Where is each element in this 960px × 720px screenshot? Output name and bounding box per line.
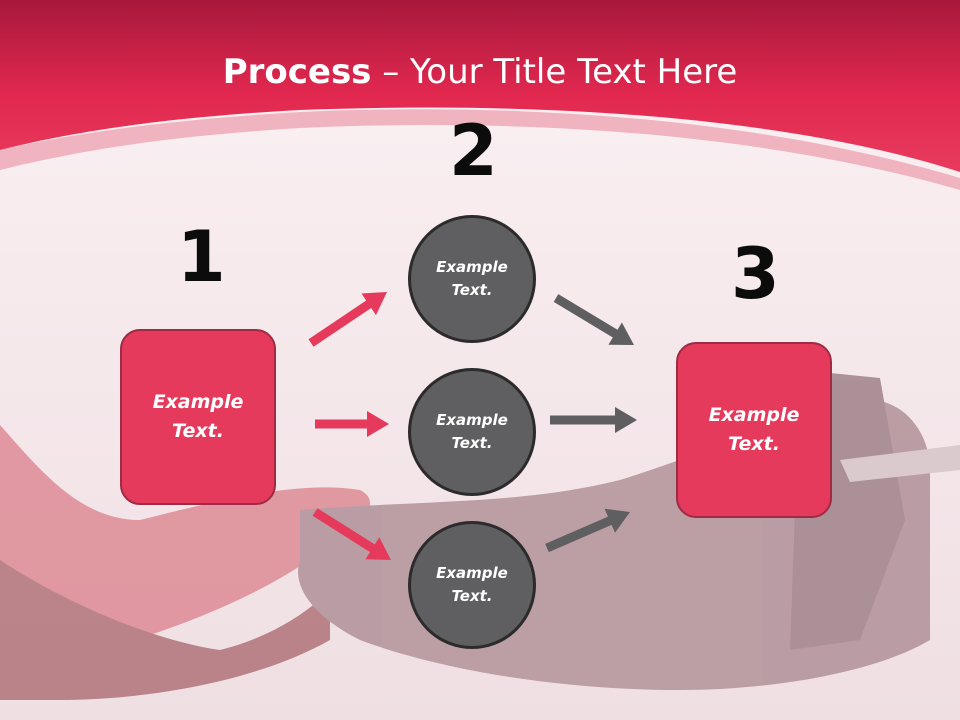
arrow-from-circle-middle (550, 407, 637, 433)
circle-middle-text: Example Text. (436, 411, 508, 452)
step-1-text: Example Text. (152, 391, 244, 442)
arrow-to-circle-middle (315, 411, 389, 437)
circle-bottom-text: Example Text. (436, 564, 508, 605)
circle-middle: Example Text. (408, 368, 536, 496)
arrow-to-circle-bottom (312, 508, 391, 560)
circle-top: Example Text. (408, 215, 536, 343)
title-rest: – Your Title Text Here (371, 52, 738, 92)
step-3-box: Example Text. (676, 342, 832, 518)
circle-bottom: Example Text. (408, 521, 536, 649)
connector-arrows (308, 292, 637, 560)
slide-title: Process – Your Title Text Here (0, 52, 960, 92)
arrow-to-circle-top (308, 292, 387, 347)
step-3-text: Example Text. (708, 404, 800, 455)
title-bold: Process (222, 52, 372, 92)
step-1-box: Example Text. (120, 329, 276, 505)
step-number-3: 3 (731, 233, 780, 315)
circle-top-text: Example Text. (436, 258, 508, 299)
arrow-from-circle-top (553, 294, 634, 345)
step-number-1: 1 (177, 216, 226, 298)
arrow-from-circle-bottom (545, 508, 630, 553)
step-number-2: 2 (449, 110, 498, 192)
